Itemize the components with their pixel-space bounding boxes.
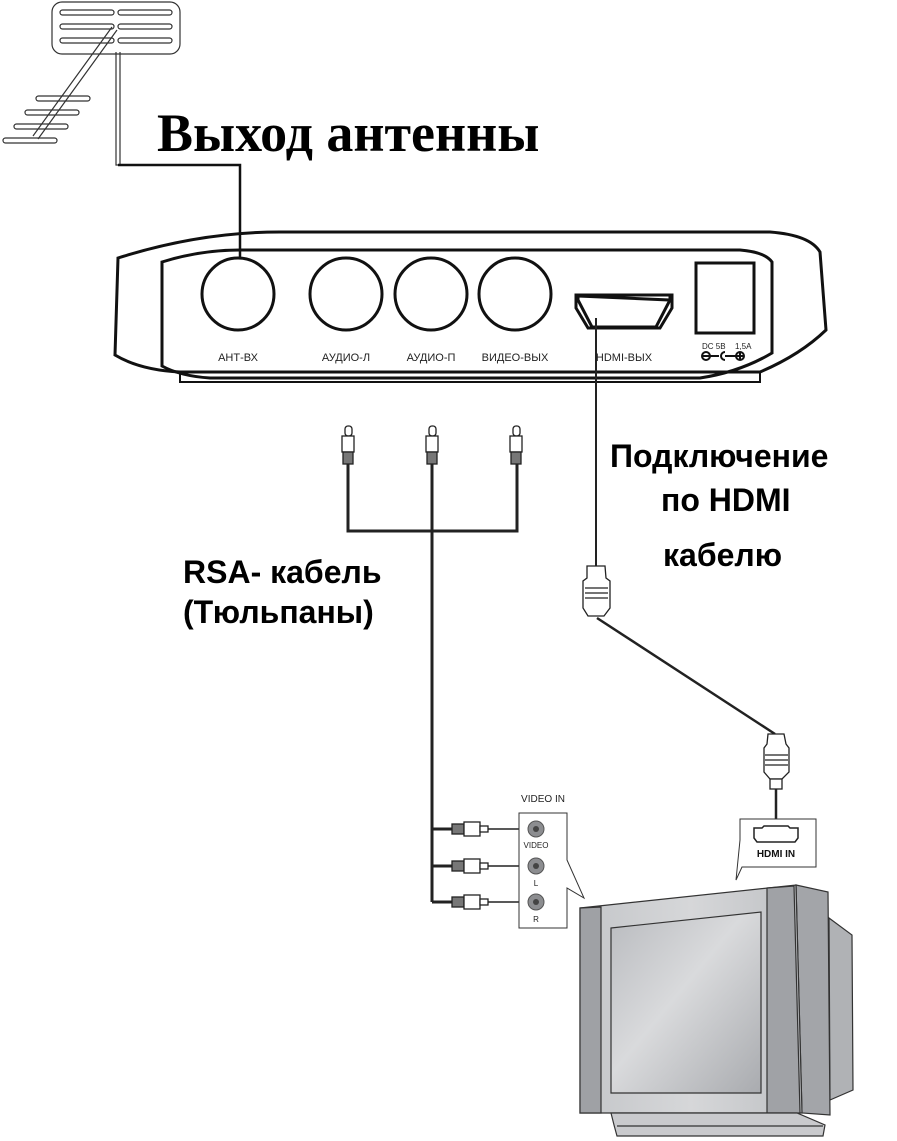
antenna-cable bbox=[118, 163, 242, 290]
hdmi-in-label: HDMI IN bbox=[757, 849, 795, 860]
port-label: АУДИО-Л bbox=[322, 352, 370, 364]
antenna-icon bbox=[2, 1, 181, 166]
port-hdmi-out[interactable] bbox=[574, 293, 674, 330]
rca-caption-line-2: (Тюльпаны) bbox=[183, 594, 374, 630]
receiver-ports: АНТ-ВХ АУДИО-Л АУДИО-П ВИДЕО-ВЫХ HDMI-ВЫ… bbox=[200, 256, 756, 364]
power-voltage: DC 5В bbox=[702, 342, 726, 351]
hdmi-caption-line-3: кабелю bbox=[663, 537, 782, 573]
port-audio-left-in[interactable] bbox=[527, 857, 545, 875]
port-video-out[interactable] bbox=[477, 256, 553, 332]
rca-plug-icon bbox=[451, 894, 489, 910]
video-in-panel: VIDEO IN VIDEO L R bbox=[518, 794, 586, 929]
tv-icon bbox=[579, 884, 854, 1137]
polarity-icon bbox=[701, 351, 745, 361]
rca-plug-icon bbox=[451, 821, 489, 837]
port-audio-right[interactable] bbox=[393, 256, 469, 332]
hdmi-in-panel: HDMI IN bbox=[735, 818, 817, 881]
port-hdmi-in[interactable] bbox=[753, 825, 799, 843]
receiver-box bbox=[113, 230, 828, 383]
hdmi-cable bbox=[582, 318, 790, 826]
port-label: HDMI-ВЫХ bbox=[596, 352, 653, 364]
video-in-port-label: R bbox=[533, 915, 539, 924]
power-current: 1,5A bbox=[735, 342, 752, 351]
video-in-title: VIDEO IN bbox=[521, 794, 565, 805]
port-label: АУДИО-П bbox=[407, 352, 456, 364]
rca-plug-icon bbox=[509, 425, 523, 465]
rca-plug-icon bbox=[425, 425, 439, 465]
video-in-port-label: VIDEO bbox=[524, 841, 549, 850]
port-label: ВИДЕО-ВЫХ bbox=[482, 352, 549, 364]
video-in-port-label: L bbox=[534, 879, 539, 888]
hdmi-caption-line-2: по HDMI bbox=[661, 482, 791, 518]
rca-caption-line-1: RSA- кабель bbox=[183, 554, 381, 590]
port-video-in[interactable] bbox=[527, 820, 545, 838]
hdmi-plug-icon bbox=[582, 565, 611, 617]
rca-plug-icon bbox=[341, 425, 355, 465]
page-title: Выход антенны bbox=[157, 103, 539, 163]
hdmi-caption-line-1: Подключение bbox=[610, 438, 828, 474]
rca-cable bbox=[341, 425, 535, 910]
port-power-jack[interactable] bbox=[694, 261, 756, 335]
port-audio-right-in[interactable] bbox=[527, 893, 545, 911]
hdmi-plug-icon bbox=[763, 733, 790, 790]
port-antenna-in[interactable] bbox=[200, 256, 276, 332]
port-label: АНТ-ВХ bbox=[218, 352, 259, 364]
rca-plug-icon bbox=[451, 858, 489, 874]
port-audio-left[interactable] bbox=[308, 256, 384, 332]
